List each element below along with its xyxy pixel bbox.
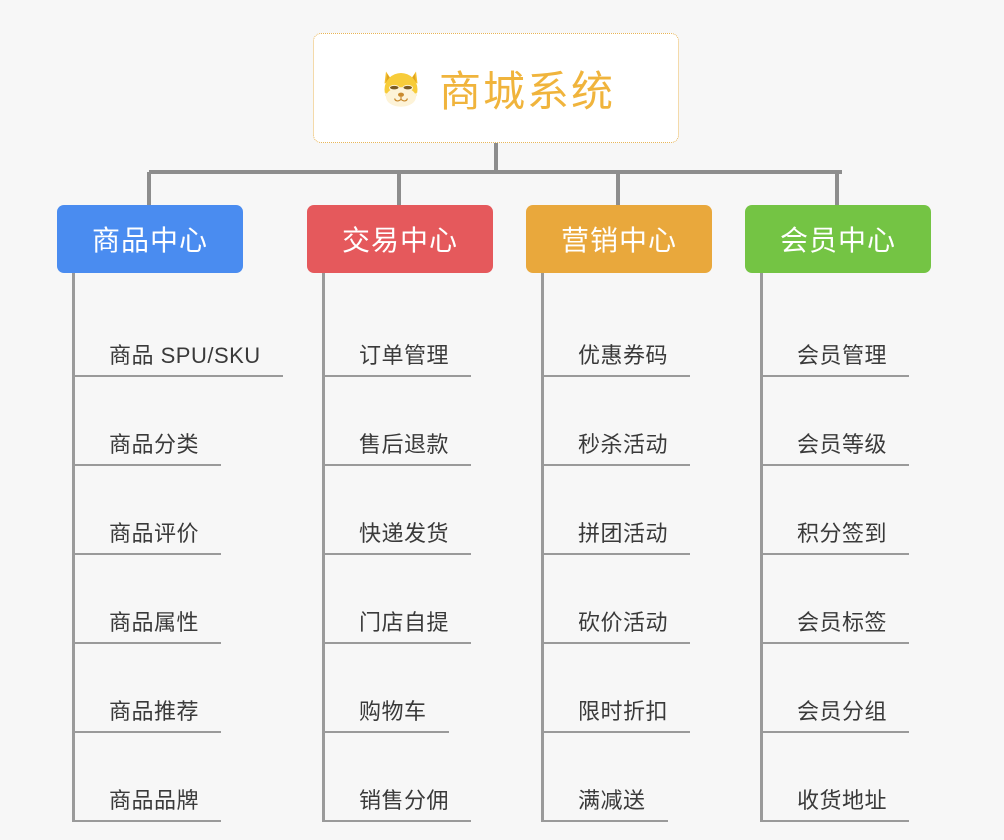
column-1: 商品中心商品 SPU/SKU 商品分类商品评价商品属性商品推荐商品品牌 xyxy=(57,205,283,822)
column-items-4: 会员管理会员等级积分签到会员标签会员分组收货地址 xyxy=(760,273,931,822)
root-node-shop-system[interactable]: 商城系统 xyxy=(313,33,679,143)
leaf-item[interactable]: 满减送 xyxy=(544,733,712,822)
leaf-item[interactable]: 商品分类 xyxy=(75,377,243,466)
leaf-item[interactable]: 收货地址 xyxy=(763,733,931,822)
leaf-item-label: 订单管理 xyxy=(325,338,472,377)
leaf-item[interactable]: 购物车 xyxy=(325,644,493,733)
leaf-item-label: 快递发货 xyxy=(325,516,472,555)
leaf-item[interactable]: 拼团活动 xyxy=(544,466,712,555)
leaf-item-label: 会员标签 xyxy=(763,605,910,644)
leaf-item-label: 门店自提 xyxy=(325,605,472,644)
leaf-item-label: 限时折扣 xyxy=(544,694,691,733)
leaf-item[interactable]: 会员分组 xyxy=(763,644,931,733)
leaf-item-label: 商品推荐 xyxy=(75,694,222,733)
leaf-item[interactable]: 商品推荐 xyxy=(75,644,243,733)
leaf-item-label: 拼团活动 xyxy=(544,516,691,555)
leaf-item-label: 商品品牌 xyxy=(75,783,222,822)
connector-drop-1 xyxy=(147,172,151,205)
leaf-item[interactable]: 订单管理 xyxy=(325,288,493,377)
leaf-item-label: 会员管理 xyxy=(763,338,910,377)
leaf-item[interactable]: 商品 SPU/SKU xyxy=(75,288,283,377)
leaf-item[interactable]: 商品评价 xyxy=(75,466,243,555)
column-items-1: 商品 SPU/SKU 商品分类商品评价商品属性商品推荐商品品牌 xyxy=(72,273,283,822)
leaf-item-label: 秒杀活动 xyxy=(544,427,691,466)
leaf-item-label: 收货地址 xyxy=(763,783,910,822)
leaf-item[interactable]: 会员管理 xyxy=(763,288,931,377)
leaf-item[interactable]: 销售分佣 xyxy=(325,733,493,822)
leaf-item-label: 优惠券码 xyxy=(544,338,691,377)
leaf-item[interactable]: 限时折扣 xyxy=(544,644,712,733)
column-items-2: 订单管理售后退款快递发货门店自提购物车销售分佣 xyxy=(322,273,493,822)
column-items-3: 优惠券码秒杀活动拼团活动砍价活动限时折扣满减送 xyxy=(541,273,712,822)
column-2: 交易中心订单管理售后退款快递发货门店自提购物车销售分佣 xyxy=(307,205,493,822)
leaf-item[interactable]: 优惠券码 xyxy=(544,288,712,377)
leaf-item[interactable]: 商品属性 xyxy=(75,555,243,644)
leaf-item-label: 商品属性 xyxy=(75,605,222,644)
category-header-4[interactable]: 会员中心 xyxy=(745,205,931,273)
leaf-item[interactable]: 砍价活动 xyxy=(544,555,712,644)
leaf-item-label: 商品 SPU/SKU xyxy=(75,338,283,377)
leaf-item[interactable]: 快递发货 xyxy=(325,466,493,555)
connector-root-stem xyxy=(494,143,498,172)
leaf-item-label: 会员分组 xyxy=(763,694,910,733)
leaf-item-label: 商品评价 xyxy=(75,516,222,555)
leaf-item-label: 售后退款 xyxy=(325,427,472,466)
shiba-dog-face-icon xyxy=(377,64,425,112)
column-3: 营销中心优惠券码秒杀活动拼团活动砍价活动限时折扣满减送 xyxy=(526,205,712,822)
column-4: 会员中心会员管理会员等级积分签到会员标签会员分组收货地址 xyxy=(745,205,931,822)
leaf-item-label: 积分签到 xyxy=(763,516,910,555)
leaf-item[interactable]: 门店自提 xyxy=(325,555,493,644)
leaf-item-label: 购物车 xyxy=(325,694,449,733)
leaf-item-label: 满减送 xyxy=(544,783,668,822)
leaf-item[interactable]: 会员标签 xyxy=(763,555,931,644)
leaf-item-label: 销售分佣 xyxy=(325,783,472,822)
connector-drop-4 xyxy=(835,172,839,205)
leaf-item[interactable]: 售后退款 xyxy=(325,377,493,466)
leaf-item-label: 会员等级 xyxy=(763,427,910,466)
category-header-2[interactable]: 交易中心 xyxy=(307,205,493,273)
leaf-item[interactable]: 积分签到 xyxy=(763,466,931,555)
root-node-title: 商城系统 xyxy=(438,67,615,115)
leaf-item-label: 砍价活动 xyxy=(544,605,691,644)
connector-drop-3 xyxy=(616,172,620,205)
category-header-1[interactable]: 商品中心 xyxy=(57,205,243,273)
leaf-item[interactable]: 商品品牌 xyxy=(75,733,243,822)
connector-drop-2 xyxy=(397,172,401,205)
leaf-item[interactable]: 会员等级 xyxy=(763,377,931,466)
leaf-item-label: 商品分类 xyxy=(75,427,222,466)
category-header-3[interactable]: 营销中心 xyxy=(526,205,712,273)
leaf-item[interactable]: 秒杀活动 xyxy=(544,377,712,466)
connector-horizontal-bus xyxy=(149,170,842,174)
